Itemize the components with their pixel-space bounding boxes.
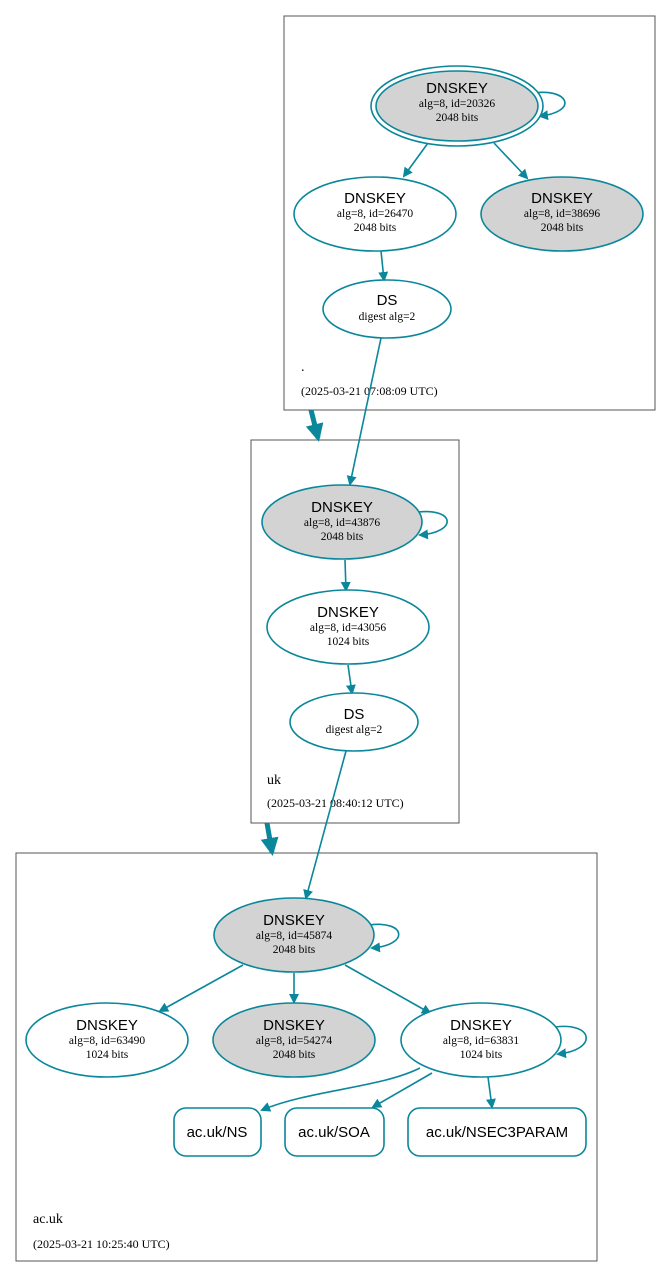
dnskey-node-type: DNSKEY [263, 1017, 325, 1034]
rrset-node-shape [407, 1107, 587, 1157]
ds-node-digest: digest alg=2 [326, 724, 383, 736]
dnskey-node-alg-id: alg=8, id=43876 [304, 517, 380, 529]
dnskey-node-shape [212, 1002, 376, 1078]
dnskey-node-bits: 1024 bits [86, 1049, 129, 1061]
edge-ac-k3-self [554, 1025, 587, 1059]
dnskey-node-bits: 2048 bits [541, 222, 584, 234]
ds-node-type: DS [377, 292, 398, 309]
dnskey-node-alg-id: alg=8, id=63490 [69, 1035, 145, 1047]
dnskey-node-alg-id: alg=8, id=54274 [256, 1035, 332, 1047]
dnskey-node-shape [213, 897, 375, 973]
edge-root-ds-to-uk-ksk [346, 337, 382, 486]
zone-acuk: ac.uk (2025-03-21 10:25:40 UTC) [15, 852, 598, 1262]
dnskey-node-45874[interactable]: DNSKEY alg=8, id=45874 2048 bits [213, 897, 375, 973]
dnskey-node-63490[interactable]: DNSKEY alg=8, id=63490 1024 bits [25, 1002, 189, 1078]
dnskey-node-shape [293, 176, 457, 252]
dnskey-node-alg-id: alg=8, id=63831 [443, 1035, 519, 1047]
dnskey-node-type: DNSKEY [317, 604, 379, 621]
edge-uk-ksk-self [417, 510, 448, 540]
edge-root-ksk-to-zsk2 [493, 142, 529, 180]
dnskey-node-bits: 2048 bits [354, 222, 397, 234]
edge-ac-k3-to-ns [260, 1067, 421, 1112]
zone-root-box [283, 15, 656, 411]
edge-ac-ksk-self [368, 923, 400, 953]
rrset-node-label: ac.uk/NSEC3PARAM [426, 1124, 568, 1141]
dnskey-node-bits: 2048 bits [436, 112, 479, 124]
dnskey-node-bits: 1024 bits [460, 1049, 503, 1061]
dnskey-node-shape [400, 1002, 562, 1078]
edge-ac-ksk-to-k3 [344, 964, 432, 1014]
edge-uk-ksk-to-zsk [340, 559, 351, 592]
dnskey-node-shape [266, 589, 430, 665]
edge-root-ksk-self [532, 91, 566, 121]
dnskey-node-shape [25, 1002, 189, 1078]
edge-uk-ds-to-ac-ksk [303, 750, 347, 900]
rrset-node-soa[interactable]: ac.uk/SOA [284, 1107, 385, 1157]
dnskey-node-type: DNSKEY [531, 190, 593, 207]
dnskey-node-26470[interactable]: DNSKEY alg=8, id=26470 2048 bits [293, 176, 457, 252]
dnskey-node-shape [480, 176, 644, 252]
ds-node-shape [289, 692, 419, 752]
dnskey-node-43876[interactable]: DNSKEY alg=8, id=43876 2048 bits [261, 484, 423, 560]
dnskey-node-alg-id: alg=8, id=43056 [310, 622, 386, 634]
dnskey-node-alg-id: alg=8, id=20326 [419, 98, 495, 110]
rrset-node-ns[interactable]: ac.uk/NS [173, 1107, 262, 1157]
rrset-node-label: ac.uk/SOA [298, 1124, 370, 1141]
rrset-node-nsec3param[interactable]: ac.uk/NSEC3PARAM [407, 1107, 587, 1157]
edge-ac-k3-to-soa [371, 1072, 433, 1108]
edges [158, 91, 587, 1112]
delegation-arrows [260, 409, 324, 856]
edge-root-ksk-to-zsk [402, 142, 429, 178]
dnskey-node-54274[interactable]: DNSKEY alg=8, id=54274 2048 bits [212, 1002, 376, 1078]
dnskey-node-type: DNSKEY [76, 1017, 138, 1034]
zone-uk-name: uk [267, 773, 281, 788]
rrset-node-label: ac.uk/NS [187, 1124, 248, 1141]
dnskey-node-type: DNSKEY [426, 80, 488, 97]
zone-acuk-name: ac.uk [33, 1212, 63, 1227]
dnskey-node-shape [261, 484, 423, 560]
ds-node-root[interactable]: DS digest alg=2 [322, 279, 452, 339]
dnskey-node-bits: 2048 bits [273, 1049, 316, 1061]
dnskey-node-bits: 2048 bits [273, 944, 316, 956]
ds-node-type: DS [344, 706, 365, 723]
zone-acuk-timestamp: (2025-03-21 10:25:40 UTC) [33, 1237, 170, 1251]
zone-uk: uk (2025-03-21 08:40:12 UTC) [250, 439, 460, 824]
zone-uk-box [250, 439, 460, 824]
dnskey-node-alg-id: alg=8, id=38696 [524, 208, 600, 220]
dnskey-node-20326[interactable]: DNSKEY alg=8, id=20326 2048 bits [370, 65, 544, 147]
dnskey-node-type: DNSKEY [311, 499, 373, 516]
edge-root-zsk-to-ds [378, 250, 389, 282]
delegation-arrow-uk-acuk [260, 822, 279, 856]
ds-node-uk[interactable]: DS digest alg=2 [289, 692, 419, 752]
zone-root-name: . [301, 360, 305, 375]
dnskey-node-63831[interactable]: DNSKEY alg=8, id=63831 1024 bits [400, 1002, 562, 1078]
dnskey-node-type: DNSKEY [344, 190, 406, 207]
dnskey-node-43056[interactable]: DNSKEY alg=8, id=43056 1024 bits [266, 589, 430, 665]
dnskey-node-shape [375, 70, 539, 142]
rrset-node-shape [284, 1107, 385, 1157]
dnskey-node-type: DNSKEY [263, 912, 325, 929]
dnskey-node-bits: 1024 bits [327, 636, 370, 648]
edge-uk-zsk-to-ds [345, 664, 356, 695]
delegation-arrow-root-uk [305, 409, 324, 442]
ds-node-shape [322, 279, 452, 339]
dnskey-node-type: DNSKEY [450, 1017, 512, 1034]
edge-ac-ksk-to-k1 [158, 964, 244, 1012]
dnskey-node-bits: 2048 bits [321, 531, 364, 543]
dnskey-node-38696[interactable]: DNSKEY alg=8, id=38696 2048 bits [480, 176, 644, 252]
rrset-node-shape [173, 1107, 262, 1157]
dnskey-node-alg-id: alg=8, id=45874 [256, 930, 332, 942]
zone-acuk-box [15, 852, 598, 1262]
zone-uk-timestamp: (2025-03-21 08:40:12 UTC) [267, 796, 404, 810]
edge-ac-k3-to-nsec3param [485, 1076, 496, 1109]
ds-node-digest: digest alg=2 [359, 311, 416, 323]
dnskey-node-alg-id: alg=8, id=26470 [337, 208, 413, 220]
